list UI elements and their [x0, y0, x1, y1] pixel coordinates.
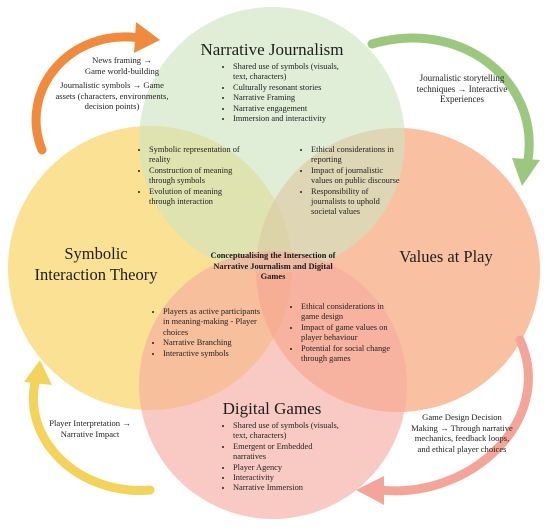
bullet-list: Shared use of symbols (visuals, text, ch… [222, 62, 350, 124]
bullet-list: Ethical considerations in reportingImpac… [300, 145, 404, 218]
list-overlap-bottom-left: Players as active participants in meanin… [152, 307, 266, 359]
arrowhead-bottom-left [24, 360, 52, 385]
arrowhead-bottom-right [356, 476, 384, 505]
note-player-interpretation: Player Interpretation → Narrative Impact [49, 418, 131, 439]
list-overlap-bottom-right: Ethical considerations in game designImp… [290, 302, 396, 364]
list-item: Evolution of meaning through interaction [149, 187, 244, 208]
list-item: Narrative engagement [233, 104, 350, 114]
title-symbolic-interaction: Symbolic Interaction Theory [22, 243, 170, 285]
note-journalistic-symbols: Journalistic symbols → Game assets (char… [55, 80, 169, 111]
list-item: Player Agency [233, 463, 340, 473]
arrow-bottom-left [28, 373, 155, 495]
list-item: Interactive symbols [163, 349, 266, 359]
list-item: Interactivity [233, 473, 340, 483]
list-item: Shared use of symbols (visuals, text, ch… [233, 421, 340, 442]
title-digital-games: Digital Games [222, 399, 322, 418]
arrowhead-top-left [134, 22, 160, 53]
bullet-list: Players as active participants in meanin… [152, 307, 266, 359]
list-item: Shared use of symbols (visuals, text, ch… [233, 62, 350, 83]
circle-digital-games [139, 251, 407, 519]
list-item: Construction of meaning through symbols [149, 166, 244, 187]
list-item: Responsibility of journalists to uphold … [311, 187, 404, 218]
arrow-top-right [367, 33, 534, 165]
list-item: Ethical considerations in game design [301, 302, 396, 323]
list-digital-games: Shared use of symbols (visuals, text, ch… [222, 421, 340, 494]
list-item: Narrative Immersion [233, 483, 340, 493]
list-item: Potential for social change through game… [301, 344, 396, 365]
list-item: Ethical considerations in reporting [311, 145, 404, 166]
note-storytelling-techniques: Journalistic storytelling techniques → I… [416, 73, 508, 104]
bullet-list: Ethical considerations in game designImp… [290, 302, 396, 364]
list-item: Culturally resonant stories [233, 83, 350, 93]
center-label: Conceptualising the Intersection of Narr… [210, 251, 336, 281]
list-item: Players as active participants in meanin… [163, 307, 266, 338]
list-item: Symbolic representation of reality [149, 145, 244, 166]
arrow-top-left [31, 32, 145, 155]
note-game-design-decision: Game Design Decision Making → Through na… [411, 412, 513, 454]
list-item: Emergent or Embedded narratives [233, 442, 340, 463]
title-symbolic-line2: Interaction Theory [34, 265, 158, 284]
arrow-bottom-right [375, 335, 533, 496]
title-values-at-play: Values at Play [399, 247, 493, 266]
bullet-list: Shared use of symbols (visuals, text, ch… [222, 421, 340, 494]
circle-narrative-journalism [139, 7, 405, 273]
list-item: Narrative Branching [163, 338, 266, 348]
list-narrative-journalism: Shared use of symbols (visuals, text, ch… [222, 62, 350, 124]
title-symbolic-line1: Symbolic [64, 244, 128, 263]
list-overlap-top-right: Ethical considerations in reportingImpac… [300, 145, 404, 218]
title-narrative-journalism: Narrative Journalism [200, 40, 344, 59]
list-overlap-top-left: Symbolic representation of realityConstr… [138, 145, 244, 207]
list-item: Impact of journalistic values on public … [311, 166, 404, 187]
list-item: Immersion and interactivity [233, 114, 350, 124]
bullet-list: Symbolic representation of realityConstr… [138, 145, 244, 207]
note-news-framing: News framing → Game world-building [84, 55, 160, 76]
arrowhead-top-right [512, 158, 540, 186]
list-item: Impact of game values on player behaviou… [301, 323, 396, 344]
list-item: Narrative Framing [233, 93, 350, 103]
